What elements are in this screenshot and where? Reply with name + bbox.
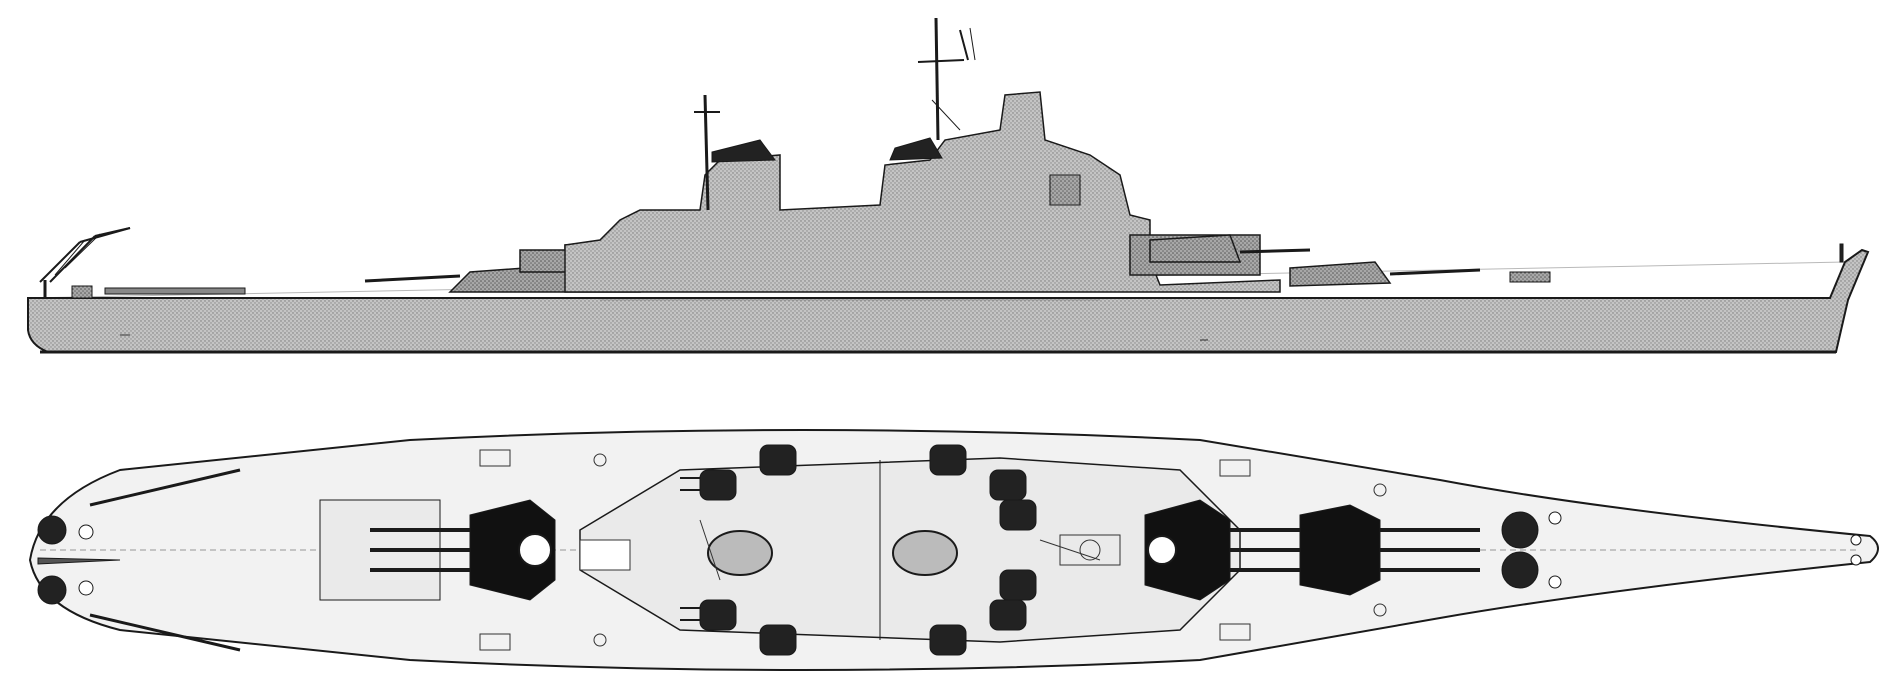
aft-deck-fitting xyxy=(104,287,246,295)
aft-funnel xyxy=(711,139,776,163)
secondary-mount xyxy=(929,444,967,476)
secondary-mount xyxy=(989,599,1027,631)
bow-fitting xyxy=(1509,271,1551,283)
plan-aft-funnel xyxy=(707,530,773,576)
profile-fwd-turret-1-barrels xyxy=(1389,268,1481,276)
hull-detail-marks xyxy=(120,299,1208,341)
side-profile-view xyxy=(27,17,1870,354)
main-turret-3 xyxy=(370,499,556,601)
profile-fwd-turret-1 xyxy=(1289,261,1392,287)
secondary-mount xyxy=(759,624,797,656)
fwd-director xyxy=(1049,174,1081,206)
top-plan-view xyxy=(28,429,1879,671)
profile-fwd-turret-2-barrels xyxy=(1239,248,1311,254)
secondary-mount xyxy=(999,499,1037,531)
main-turret-1 xyxy=(1299,504,1480,596)
profile-fwd-turret-2 xyxy=(1149,234,1242,263)
stern-crane xyxy=(39,227,131,299)
fwd-funnel xyxy=(889,137,943,161)
plan-deck-markings xyxy=(479,449,1387,651)
plan-detail-lines xyxy=(579,519,1121,581)
aft-mast xyxy=(694,94,720,211)
secondary-mount xyxy=(759,444,797,476)
plan-stern-fittings xyxy=(37,468,241,652)
secondary-mount xyxy=(999,569,1037,601)
plan-fwd-funnel xyxy=(892,530,958,576)
profile-hull xyxy=(27,248,1870,353)
secondary-mount xyxy=(680,599,737,631)
secondary-mount xyxy=(680,469,737,501)
secondary-mount xyxy=(929,624,967,656)
main-turret-2 xyxy=(1144,499,1300,601)
secondary-mounts xyxy=(680,444,1037,656)
secondary-mount xyxy=(989,469,1027,501)
jackstaff xyxy=(1839,243,1844,263)
main-mast xyxy=(917,17,976,141)
plan-bow-fittings xyxy=(1501,511,1862,589)
